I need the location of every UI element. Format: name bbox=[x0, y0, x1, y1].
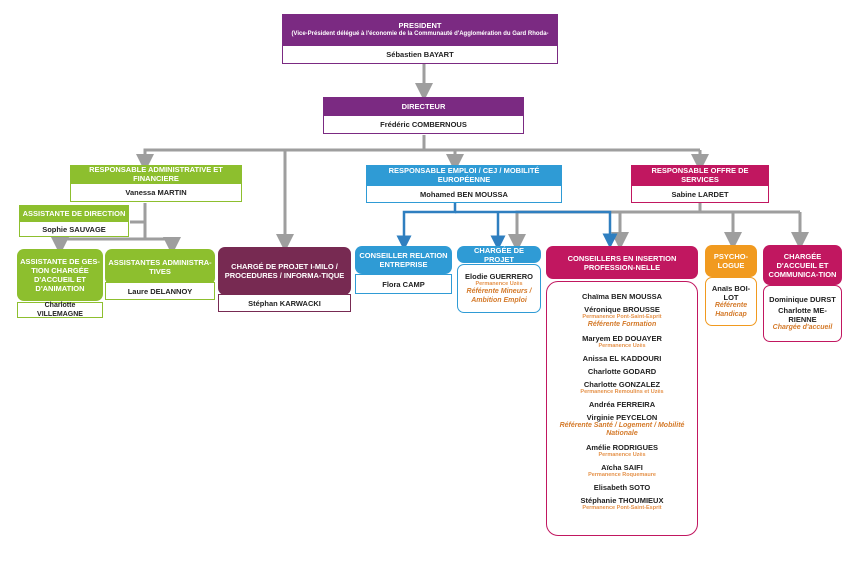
assist-gestion-header: ASSISTANTE DE GES-TION CHARGÉE D'ACCUEIL… bbox=[17, 249, 103, 301]
charge-projet-note: Référente Mineurs / Ambition Emploi bbox=[466, 288, 532, 304]
assist-admin-name: Laure DELANNOY bbox=[105, 282, 215, 300]
accueil-name-2: Charlotte ME-RIENNE bbox=[778, 305, 827, 324]
directeur-name: Frédéric COMBERNOUS bbox=[323, 115, 524, 134]
raf-header: RESPONSABLE ADMINISTRATIVE ET FINANCIERE bbox=[70, 165, 242, 183]
charge-projet-perm: Permanence Uzès bbox=[475, 281, 523, 287]
president-name: Sébastien BAYART bbox=[282, 45, 558, 64]
president-header: PRESIDENT (Vice-Président délégué à l'éc… bbox=[282, 14, 558, 45]
relation-entreprise-header: CONSEILLER RELATION ENTREPRISE bbox=[355, 246, 452, 274]
assist-direction-header: ASSISTANTE DE DIRECTION bbox=[19, 205, 129, 221]
offre-header: RESPONSABLE OFFRE DE SERVICES bbox=[631, 165, 769, 185]
relation-entreprise-name: Flora CAMP bbox=[355, 274, 452, 294]
list-item: Chaïma BEN MOUSSA bbox=[581, 292, 662, 301]
psychologue-box: Anaïs BOI-LOT Référente Handicap bbox=[705, 277, 757, 326]
charge-projet-box: Elodie GUERRERO Permanence Uzès Référent… bbox=[457, 264, 541, 313]
charge-projet-name: Elodie GUERRERO bbox=[465, 272, 533, 281]
psychologue-header: PSYCHO-LOGUE bbox=[705, 245, 757, 277]
assist-admin-header: ASSISTANTES ADMINISTRA-TIVES bbox=[105, 249, 215, 285]
list-item: Charlotte GODARD bbox=[587, 366, 657, 376]
accueil-note: Chargée d'accueil bbox=[772, 323, 833, 331]
offre-name: Sabine LARDET bbox=[631, 185, 769, 203]
psychologue-name: Anaïs BOI-LOT bbox=[711, 284, 751, 302]
assist-direction-name: Sophie SAUVAGE bbox=[19, 221, 129, 237]
president-subtitle: (Vice-Président délégué à l'économie de … bbox=[291, 30, 549, 37]
charge-projet-header: CHARGÉE DE PROJET bbox=[457, 246, 541, 264]
directeur-header: DIRECTEUR bbox=[323, 97, 524, 115]
accueil-header: CHARGÉE D'ACCUEIL ET COMMUNICA-TION bbox=[763, 245, 842, 285]
assist-gestion-name: Charlotte VILLEMAGNE bbox=[17, 302, 103, 318]
list-item: Andréa FERREIRA bbox=[588, 399, 656, 409]
president-title: PRESIDENT bbox=[398, 20, 442, 30]
emploi-name: Mohamed BEN MOUSSA bbox=[366, 185, 562, 203]
raf-name: Vanessa MARTIN bbox=[70, 183, 242, 202]
conseillers-header: CONSEILLERS EN INSERTION PROFESSION-NELL… bbox=[546, 246, 698, 279]
psychologue-note: Référente Handicap bbox=[714, 302, 748, 318]
list-item: Elisabeth SOTO bbox=[593, 482, 651, 492]
projet-imilo-header: CHARGÉ DE PROJET I-MILO / PROCEDURES / I… bbox=[218, 247, 351, 295]
emploi-header: RESPONSABLE EMPLOI / CEJ / MOBILITÉ EURO… bbox=[366, 165, 562, 185]
accueil-box: Dominique DURST Charlotte ME-RIENNE Char… bbox=[763, 285, 842, 342]
projet-imilo-name: Stéphan KARWACKI bbox=[218, 294, 351, 312]
list-item: Anissa EL KADDOURI bbox=[582, 353, 662, 363]
accueil-name-1: Dominique DURST bbox=[769, 294, 836, 304]
